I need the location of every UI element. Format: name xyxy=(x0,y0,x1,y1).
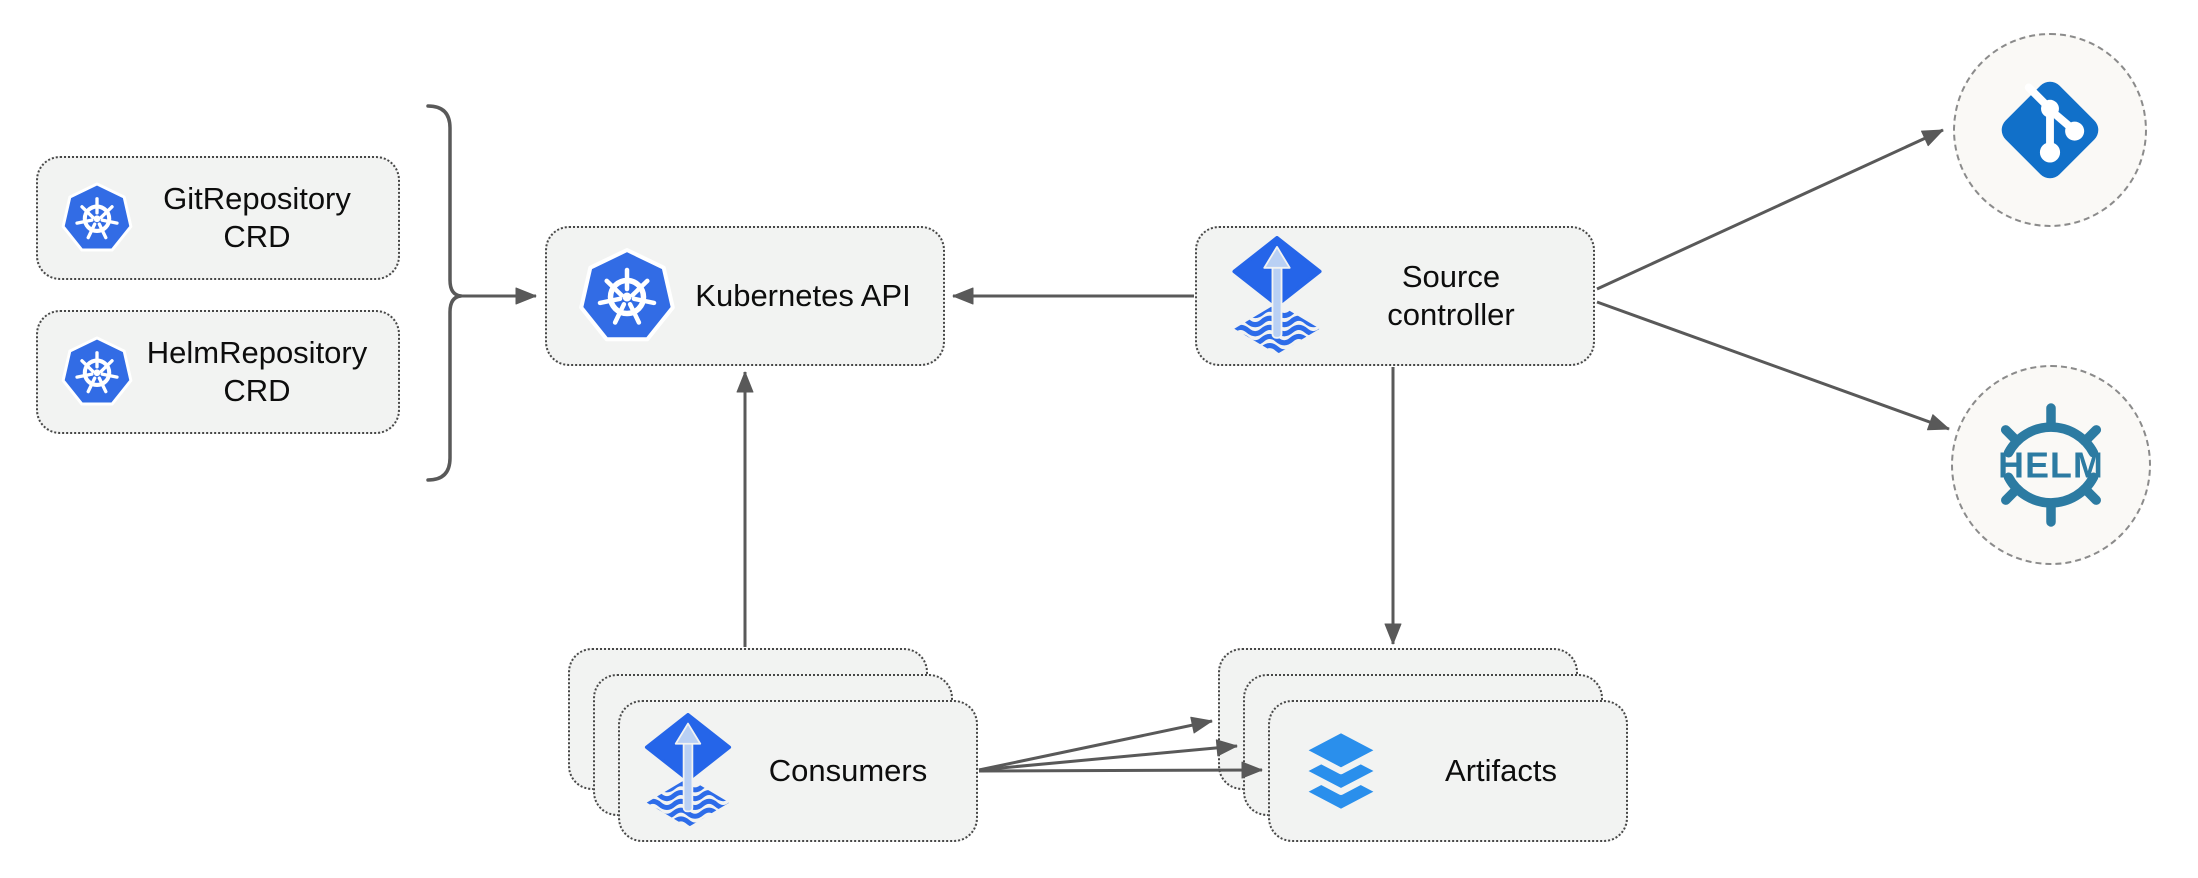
helm-logo-text: HELM xyxy=(1998,445,2104,485)
layers-icon xyxy=(1294,723,1388,819)
git-icon xyxy=(1994,74,2106,186)
helm-endpoint-circle: HELM xyxy=(1951,365,2151,565)
crd-group-bracket xyxy=(426,104,463,482)
kubernetes-icon xyxy=(60,335,134,409)
edge-source-controller-to-git xyxy=(1596,128,1944,291)
node-consumers: Consumers xyxy=(618,700,978,842)
edge-consumers-to-artifacts-back xyxy=(978,716,1213,772)
kubernetes-icon xyxy=(60,181,134,255)
git-endpoint-circle xyxy=(1953,33,2147,227)
node-artifacts: Artifacts xyxy=(1268,700,1628,842)
node-kubernetes-api: Kubernetes API xyxy=(545,226,945,366)
node-label: Kubernetes API xyxy=(695,278,911,313)
helm-icon: HELM xyxy=(1984,398,2118,532)
flux-icon xyxy=(1231,236,1323,356)
kubernetes-icon xyxy=(577,246,677,346)
node-label: Artifacts xyxy=(1445,753,1557,788)
node-label: Consumers xyxy=(768,753,928,788)
consumers-stack: Consumers xyxy=(568,648,980,844)
artifacts-stack: Artifacts xyxy=(1218,648,1630,844)
edge-source-controller-to-helm xyxy=(1596,300,1950,431)
flux-icon xyxy=(644,713,732,829)
edge-consumers-to-artifacts-middle xyxy=(978,739,1238,772)
